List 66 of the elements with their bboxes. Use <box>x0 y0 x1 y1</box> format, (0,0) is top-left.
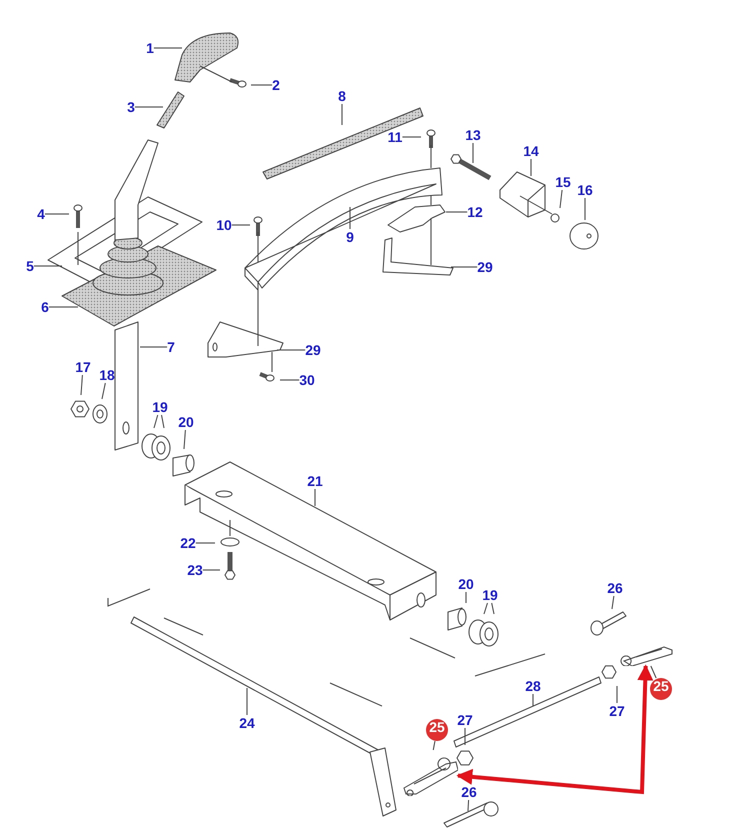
arrow <box>456 664 654 794</box>
callout-number: 26 <box>607 580 623 596</box>
callout-number: 26 <box>461 784 477 800</box>
callout-number: 29 <box>477 259 493 275</box>
highlight-badge: 25 <box>650 678 672 700</box>
callout-number: 7 <box>167 339 175 355</box>
callout-number: 5 <box>26 258 34 274</box>
leader-line <box>246 688 248 716</box>
leader-line <box>432 740 436 750</box>
callout-number: 6 <box>41 299 49 315</box>
callout-number: 20 <box>178 414 194 430</box>
callout-number: 8 <box>338 88 346 104</box>
callout-number: 27 <box>609 703 625 719</box>
leader-line <box>80 374 83 396</box>
leader-line <box>650 666 657 678</box>
leader-line <box>231 224 250 226</box>
leader-line <box>584 198 586 220</box>
leader-line <box>184 430 186 450</box>
leader-line <box>468 800 470 812</box>
callout-number: 9 <box>346 229 354 245</box>
callout-number: 27 <box>457 712 473 728</box>
leader-line <box>250 84 273 86</box>
callout-number: 12 <box>467 204 483 220</box>
leader-line <box>472 142 474 164</box>
callout-number: 28 <box>525 678 541 694</box>
callout-number: 2 <box>272 77 280 93</box>
callout-number: 10 <box>216 217 232 233</box>
clevis-part <box>618 644 674 666</box>
callout-number: 17 <box>75 359 91 375</box>
leader-line <box>484 602 488 614</box>
callout-number: 19 <box>482 587 498 603</box>
leader-line <box>560 190 563 208</box>
callout-number: 23 <box>187 562 203 578</box>
callout-number: 4 <box>37 206 45 222</box>
leader-line <box>102 382 106 400</box>
callout-number: 13 <box>465 127 481 143</box>
callout-number: 1 <box>146 40 154 56</box>
callout-number: 21 <box>307 473 323 489</box>
callout-number: 18 <box>99 367 115 383</box>
callout-number: 11 <box>388 129 402 145</box>
leader-line <box>48 306 78 308</box>
callout-number: 20 <box>458 576 474 592</box>
callout-number: 15 <box>555 174 571 190</box>
leader-line <box>532 694 534 706</box>
callout-number: 24 <box>239 715 255 731</box>
callout-number: 19 <box>152 399 168 415</box>
leader-line <box>491 602 494 614</box>
leader-line <box>402 136 422 138</box>
leader-line <box>530 158 532 176</box>
callout-number: 14 <box>523 143 539 159</box>
leader-line <box>464 728 466 746</box>
leader-line <box>612 596 614 610</box>
leader-line <box>134 106 164 108</box>
leader-line <box>450 266 478 268</box>
callout-number: 22 <box>180 535 196 551</box>
callout-number: 3 <box>127 99 135 115</box>
callout-number: 16 <box>577 182 593 198</box>
leader-line <box>154 414 158 428</box>
callout-number: 29 <box>305 342 321 358</box>
highlight-badge: 25 <box>426 719 448 741</box>
leader-line <box>195 542 216 544</box>
leader-line <box>140 346 168 348</box>
leader-line <box>314 488 316 506</box>
leader-line <box>161 414 164 428</box>
callout-number: 30 <box>299 372 315 388</box>
leader-line <box>616 686 618 704</box>
